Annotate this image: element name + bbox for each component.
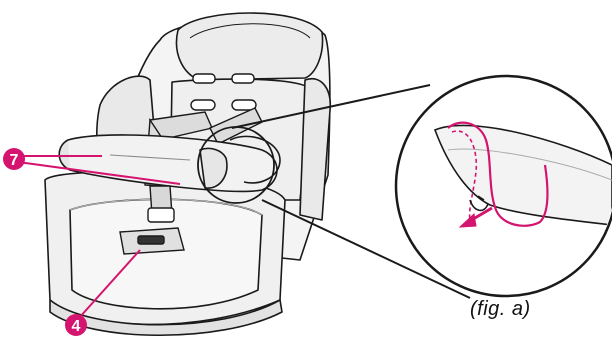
zoom-detail bbox=[396, 76, 612, 296]
callout-4-number: 4 bbox=[72, 318, 81, 335]
callout-7-number: 7 bbox=[10, 152, 19, 169]
figure-caption: (fig. a) bbox=[470, 298, 531, 321]
headrest bbox=[177, 13, 323, 80]
